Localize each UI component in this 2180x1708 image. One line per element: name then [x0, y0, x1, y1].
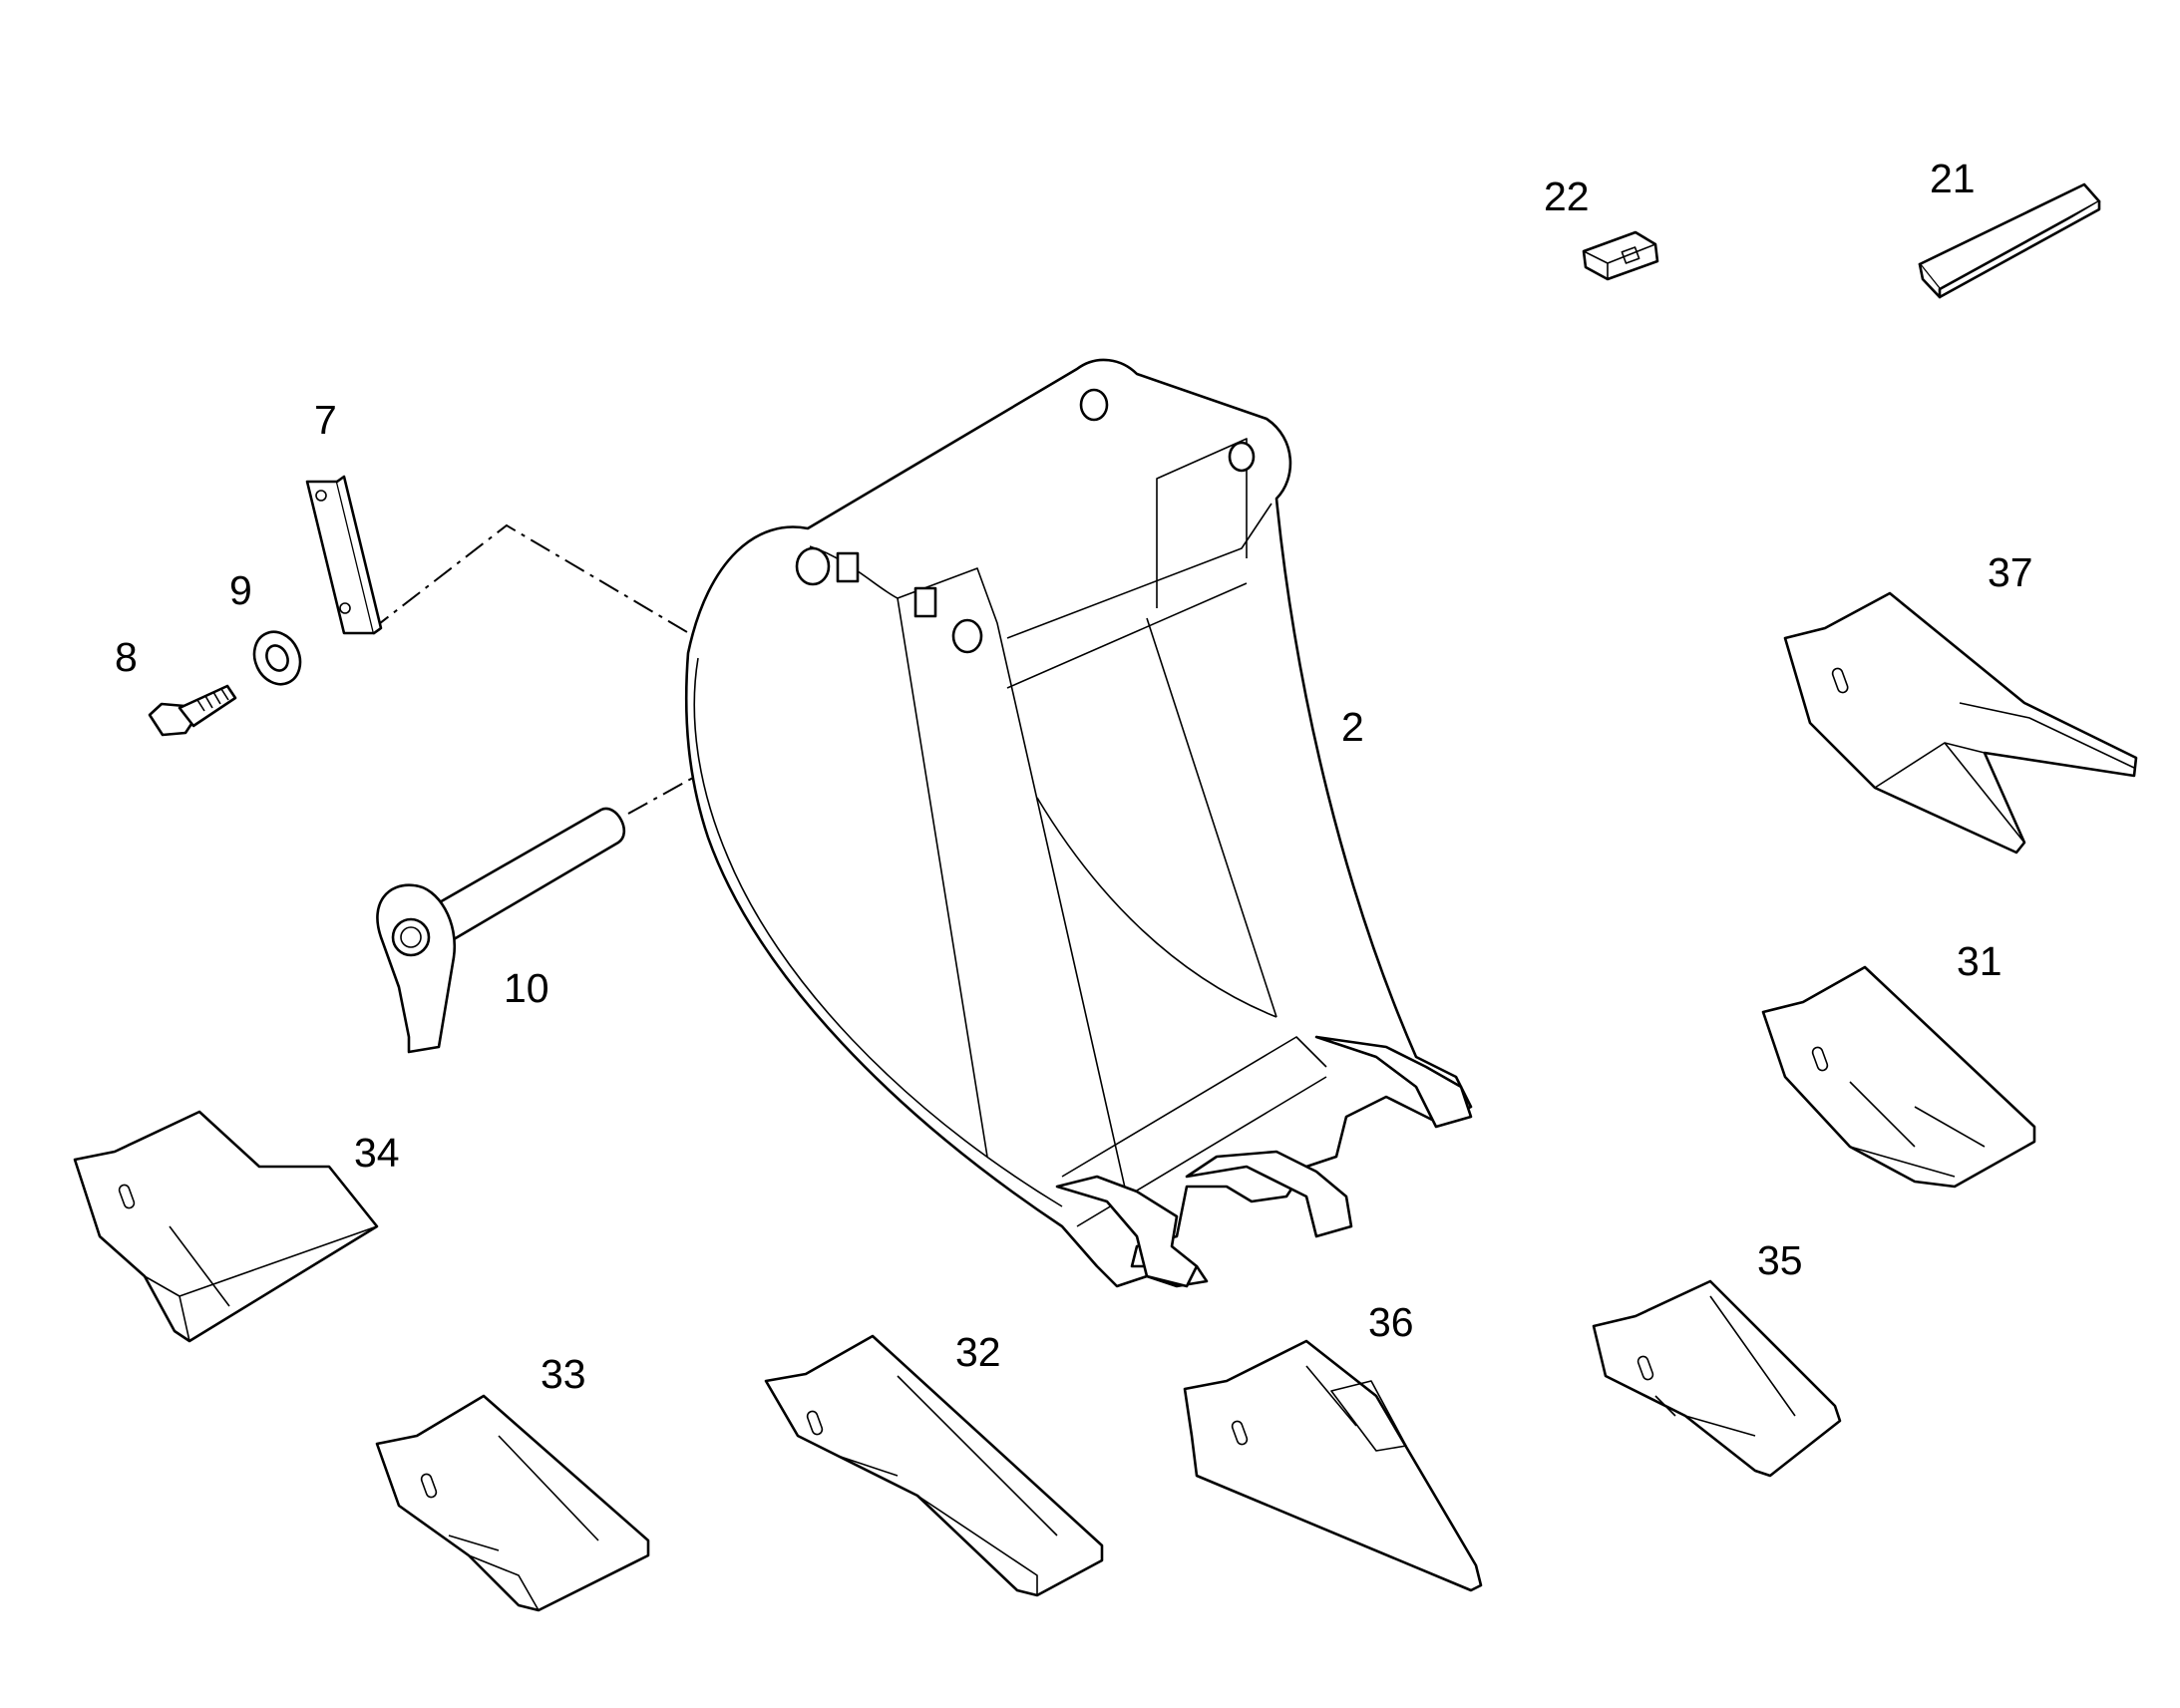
callout-36: 36: [1368, 1299, 1414, 1345]
tooth-36-part[interactable]: [1183, 1339, 1483, 1592]
callout-34: 34: [354, 1130, 400, 1176]
tooth-31-part[interactable]: [1761, 965, 2036, 1189]
bucket-part[interactable]: [684, 358, 1473, 1288]
side-cutter-part[interactable]: [1918, 182, 2101, 299]
retainer-part[interactable]: [1582, 230, 1659, 281]
mounting-plate-part[interactable]: [305, 475, 383, 635]
callout-32: 32: [955, 1329, 1001, 1375]
callout-8: 8: [115, 634, 138, 680]
callout-10: 10: [504, 965, 549, 1011]
tooth-37-part[interactable]: [1783, 591, 2138, 854]
tooth-35-part[interactable]: [1592, 1279, 1842, 1478]
callout-2: 2: [1341, 704, 1364, 750]
callout-labels: 2 7 8 9 10 21 22 31 32 33 34 35 36 37: [115, 156, 2033, 1397]
tooth-33-part[interactable]: [375, 1394, 650, 1612]
pin-part[interactable]: [376, 807, 625, 1054]
callout-7: 7: [314, 397, 337, 443]
tooth-34-part[interactable]: [73, 1110, 379, 1343]
tooth-32-part[interactable]: [764, 1334, 1104, 1597]
callout-9: 9: [229, 567, 252, 613]
callout-22: 22: [1544, 173, 1590, 219]
callout-37: 37: [1988, 549, 2033, 595]
callout-35: 35: [1757, 1237, 1803, 1283]
callout-33: 33: [541, 1351, 586, 1397]
callout-31: 31: [1957, 938, 2002, 984]
bolt-part[interactable]: [148, 684, 237, 737]
callout-21: 21: [1930, 156, 1976, 201]
washer-part[interactable]: [246, 624, 309, 692]
